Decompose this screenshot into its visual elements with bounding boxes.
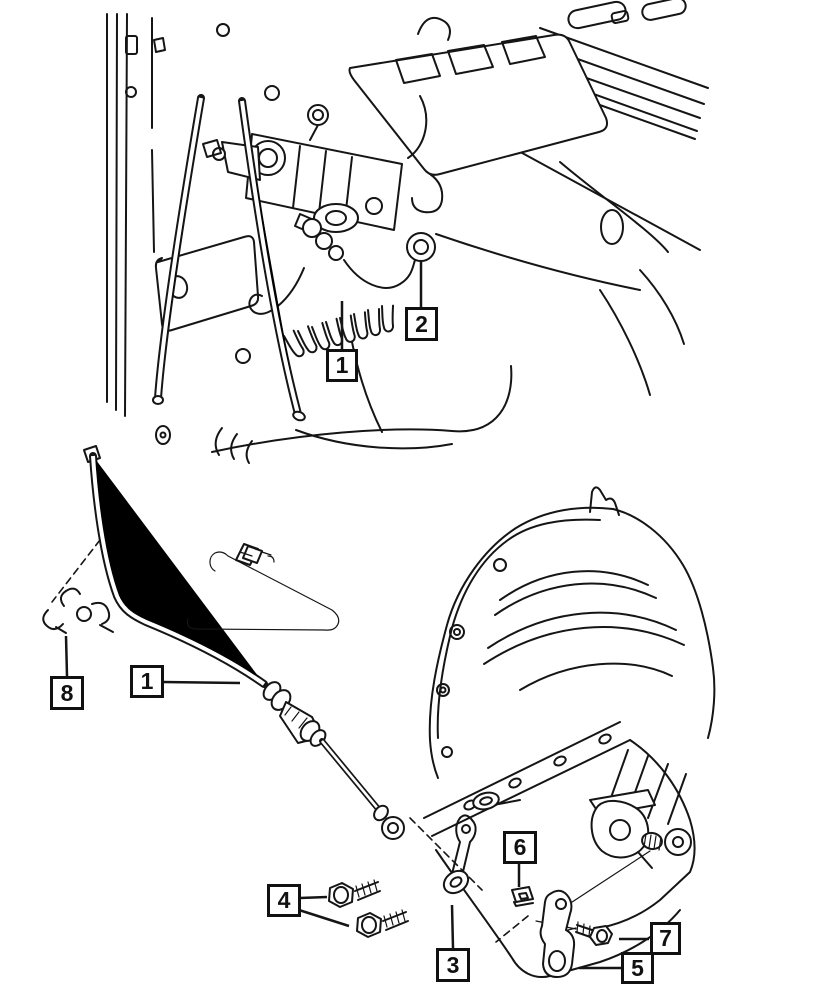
transmission (423, 486, 716, 978)
callout-4[interactable]: 4 (267, 884, 301, 917)
callout-1-upper[interactable]: 1 (326, 349, 358, 382)
upper-illustration (106, 0, 709, 464)
lower-illustration (42, 445, 716, 978)
callout-7[interactable]: 7 (650, 922, 681, 955)
callout-label: 8 (60, 679, 74, 706)
shift-cable (83, 445, 405, 840)
nut-6 (511, 886, 534, 907)
callout-label: 7 (659, 925, 672, 951)
callout-8[interactable]: 8 (50, 676, 84, 710)
callout-label: 3 (446, 951, 460, 978)
callout-label: 4 (277, 887, 291, 913)
bracket-3 (442, 814, 477, 895)
callout-3[interactable]: 3 (436, 948, 470, 982)
cable-strap-clip (186, 543, 340, 631)
bolt-7 (575, 921, 613, 946)
lever-5 (539, 889, 577, 978)
callout-label: 1 (140, 668, 154, 694)
callout-label: 2 (415, 310, 428, 337)
callout-label: 5 (631, 954, 644, 981)
pedal-arms (152, 94, 641, 464)
callout-1-lower[interactable]: 1 (130, 665, 164, 698)
bolts-4 (328, 879, 409, 938)
callout-2[interactable]: 2 (405, 307, 438, 341)
callout-5[interactable]: 5 (621, 952, 654, 984)
callout-label: 6 (513, 834, 527, 860)
dash-support-bracket (348, 16, 609, 214)
callout-label: 1 (335, 352, 349, 378)
cable-clip-8 (42, 539, 114, 634)
leader-lines (64, 261, 649, 970)
callout-6[interactable]: 6 (503, 831, 537, 864)
firewall-panel (106, 13, 280, 445)
